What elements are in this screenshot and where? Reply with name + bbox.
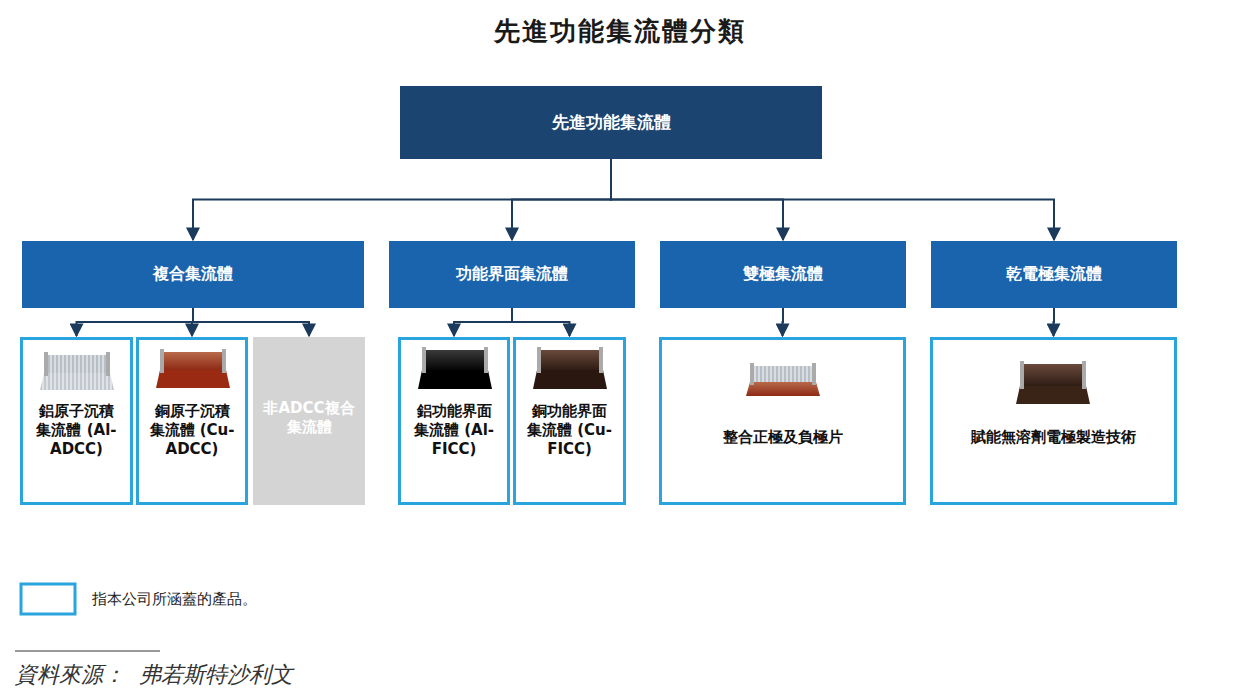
node-text: 功能界面集流體 [456, 264, 568, 285]
node-text: 銅原子沉積集流體 (Cu-ADCC) [148, 402, 236, 458]
node-text: 複合集流體 [153, 264, 233, 285]
node-text: 先進功能集流體 [552, 111, 671, 134]
legend-swatch [21, 584, 75, 614]
product-box: 整合正極及負極片 [659, 337, 906, 505]
dry-electrode-roll [1016, 361, 1090, 404]
node-text: 雙極集流體 [743, 264, 823, 285]
diagram-title: 先進功能集流體分類 [0, 14, 1240, 49]
connector-arrow [193, 159, 611, 240]
node-text: 乾電極集流體 [1006, 264, 1102, 285]
connector-arrow [1053, 308, 1056, 336]
bipolar-roll [746, 363, 820, 396]
connector-arrow [512, 308, 570, 336]
category-box: 乾電極集流體 [931, 241, 1177, 308]
node-text: 非ADCC複合集流體 [262, 399, 356, 437]
category-box: 複合集流體 [22, 241, 364, 308]
category-box: 功能界面集流體 [389, 241, 635, 308]
connector-arrow [193, 308, 309, 336]
node-text: 賦能無溶劑電極製造技術 [971, 428, 1136, 447]
connector-arrow [512, 159, 611, 240]
product-box: 非ADCC複合集流體 [253, 337, 365, 505]
al-ficc-roll [418, 347, 492, 389]
product-box: 銅功能界面集流體 (Cu-FICC) [513, 337, 626, 505]
cu-ficc-roll [533, 347, 607, 389]
connector-arrow [77, 308, 194, 336]
product-box: 銅原子沉積集流體 (Cu-ADCC) [136, 337, 248, 505]
source-note: 資料來源： 弗若斯特沙利文 [15, 660, 293, 690]
legend-text: 指本公司所涵蓋的產品。 [92, 590, 257, 609]
connector-arrow [782, 308, 785, 336]
root-box: 先進功能集流體 [400, 86, 822, 159]
al-roll [40, 352, 114, 390]
category-box: 雙極集流體 [660, 241, 906, 308]
cu-roll [156, 349, 230, 388]
node-text: 整合正極及負極片 [723, 428, 843, 447]
connector-arrow [454, 308, 512, 336]
product-box: 賦能無溶劑電極製造技術 [930, 337, 1177, 505]
node-text: 銅功能界面集流體 (Cu-FICC) [525, 402, 614, 458]
product-box: 鋁原子沉積集流體 (Al-ADCC) [20, 337, 133, 505]
product-box: 鋁功能界面集流體 (Al-FICC) [398, 337, 510, 505]
connector-arrow [611, 159, 1054, 240]
footnote-rule [15, 651, 160, 652]
node-text: 鋁功能界面集流體 (Al-FICC) [410, 402, 498, 458]
node-text: 鋁原子沉積集流體 (Al-ADCC) [32, 402, 121, 458]
